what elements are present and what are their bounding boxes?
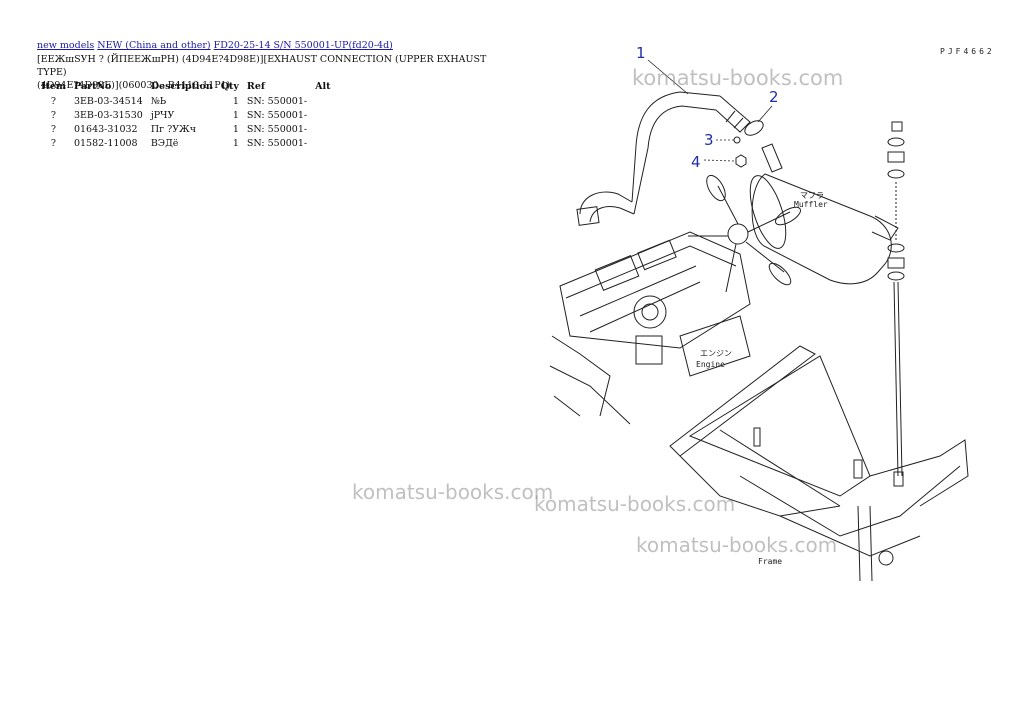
breadcrumb-link-new-models[interactable]: new models [37, 40, 95, 51]
exhaust-pipe [576, 91, 751, 226]
cell-description: ВЭДё [150, 137, 179, 149]
cell-item: ? [50, 109, 57, 121]
col-header-ref: Ref [246, 80, 265, 92]
breadcrumb-link-model[interactable]: FD20-25-14 S/N 550001-UP(fd20-4d) [213, 40, 393, 51]
table-row: ? 3EB-03-31530 jРЧУ 1 SN: 550001- [37, 108, 334, 122]
cell-qty: 1 [232, 137, 239, 149]
cell-ref: SN: 550001- [246, 123, 308, 135]
cell-partno: 01582-11008 [73, 137, 138, 149]
cell-item: ? [50, 137, 57, 149]
cell-ref: SN: 550001- [246, 109, 308, 121]
cell-ref: SN: 550001- [246, 95, 308, 107]
cell-ref: SN: 550001- [246, 137, 308, 149]
cell-qty: 1 [232, 123, 239, 135]
engine-label-en: Engine [696, 360, 725, 369]
callout-number: 3 [704, 131, 714, 149]
watermark: komatsu-books.com [632, 66, 844, 90]
cell-alt [311, 94, 334, 108]
cell-qty: 1 [232, 95, 239, 107]
cell-partno: 3EB-03-31530 [73, 109, 143, 121]
parts-table: Item PartNo Description Qty Ref Alt ? 3E… [37, 79, 334, 150]
breadcrumb-link-region[interactable]: NEW (China and other) [97, 40, 211, 51]
muffler-label-en: Muffler [794, 200, 828, 209]
callout-1: 1 [636, 44, 689, 95]
engine-block: エンジン Engine [549, 231, 751, 425]
diagram-code: PJF4662 [940, 47, 995, 56]
cell-qty: 1 [232, 109, 239, 121]
watermark: komatsu-books.com [636, 533, 838, 557]
muffler: マフラ Muffler [749, 143, 899, 285]
cooling-fan [688, 174, 801, 293]
parts-table-header-row: Item PartNo Description Qty Ref Alt [37, 79, 334, 94]
truck-frame: Frame [669, 345, 969, 581]
table-row: ? 3EB-03-34514 №Ь 1 SN: 550001- [37, 94, 334, 108]
clamp-parts [733, 120, 764, 168]
cell-description: №Ь [150, 95, 167, 107]
cell-partno: 01643-31032 [73, 123, 138, 135]
col-header-description: Description [150, 80, 213, 92]
col-header-qty: Qty [220, 80, 239, 92]
page-title-line-1: [ЕЕЖшSУН ? (ЙПЕЕЖшРН) (4D94E?4D98E)][EXH… [37, 54, 487, 78]
mount-stack [887, 121, 905, 487]
cell-alt [311, 108, 334, 122]
callout-number: 4 [691, 153, 701, 171]
exhaust-parts-diagram: PJF4662 マフラ Muffler [549, 44, 995, 581]
callout-4: 4 [691, 153, 735, 171]
cell-partno: 3EB-03-34514 [73, 95, 143, 107]
page-title-line-2: (4D94E?4D98E)](060030 : B4110-11P1) [37, 80, 231, 91]
frame-label: Frame [758, 557, 782, 566]
muffler-label-jp: マフラ [800, 191, 824, 200]
cell-description: Пг ?УЖч [150, 123, 197, 135]
cell-item: ? [50, 123, 57, 135]
col-header-item: Item [41, 80, 66, 92]
col-header-partno: PartNo [73, 80, 112, 92]
col-header-alt: Alt [315, 80, 331, 92]
cell-alt [311, 136, 334, 150]
cell-alt [311, 122, 334, 136]
callout-3: 3 [704, 131, 734, 149]
cell-description: jРЧУ [150, 109, 175, 121]
watermark: komatsu-books.com [534, 492, 736, 516]
table-row: ? 01643-31032 Пг ?УЖч 1 SN: 550001- [37, 122, 334, 136]
watermark: komatsu-books.com [352, 480, 554, 504]
callout-2: 2 [757, 88, 779, 123]
callout-number: 1 [636, 44, 646, 62]
table-row: ? 01582-11008 ВЭДё 1 SN: 550001- [37, 136, 334, 150]
cell-item: ? [50, 95, 57, 107]
callout-number: 2 [769, 88, 779, 106]
engine-label-jp: エンジン [700, 349, 732, 358]
page-title: [ЕЕЖшSУН ? (ЙПЕЕЖшРН) (4D94E?4D98E)][EXH… [37, 53, 517, 92]
